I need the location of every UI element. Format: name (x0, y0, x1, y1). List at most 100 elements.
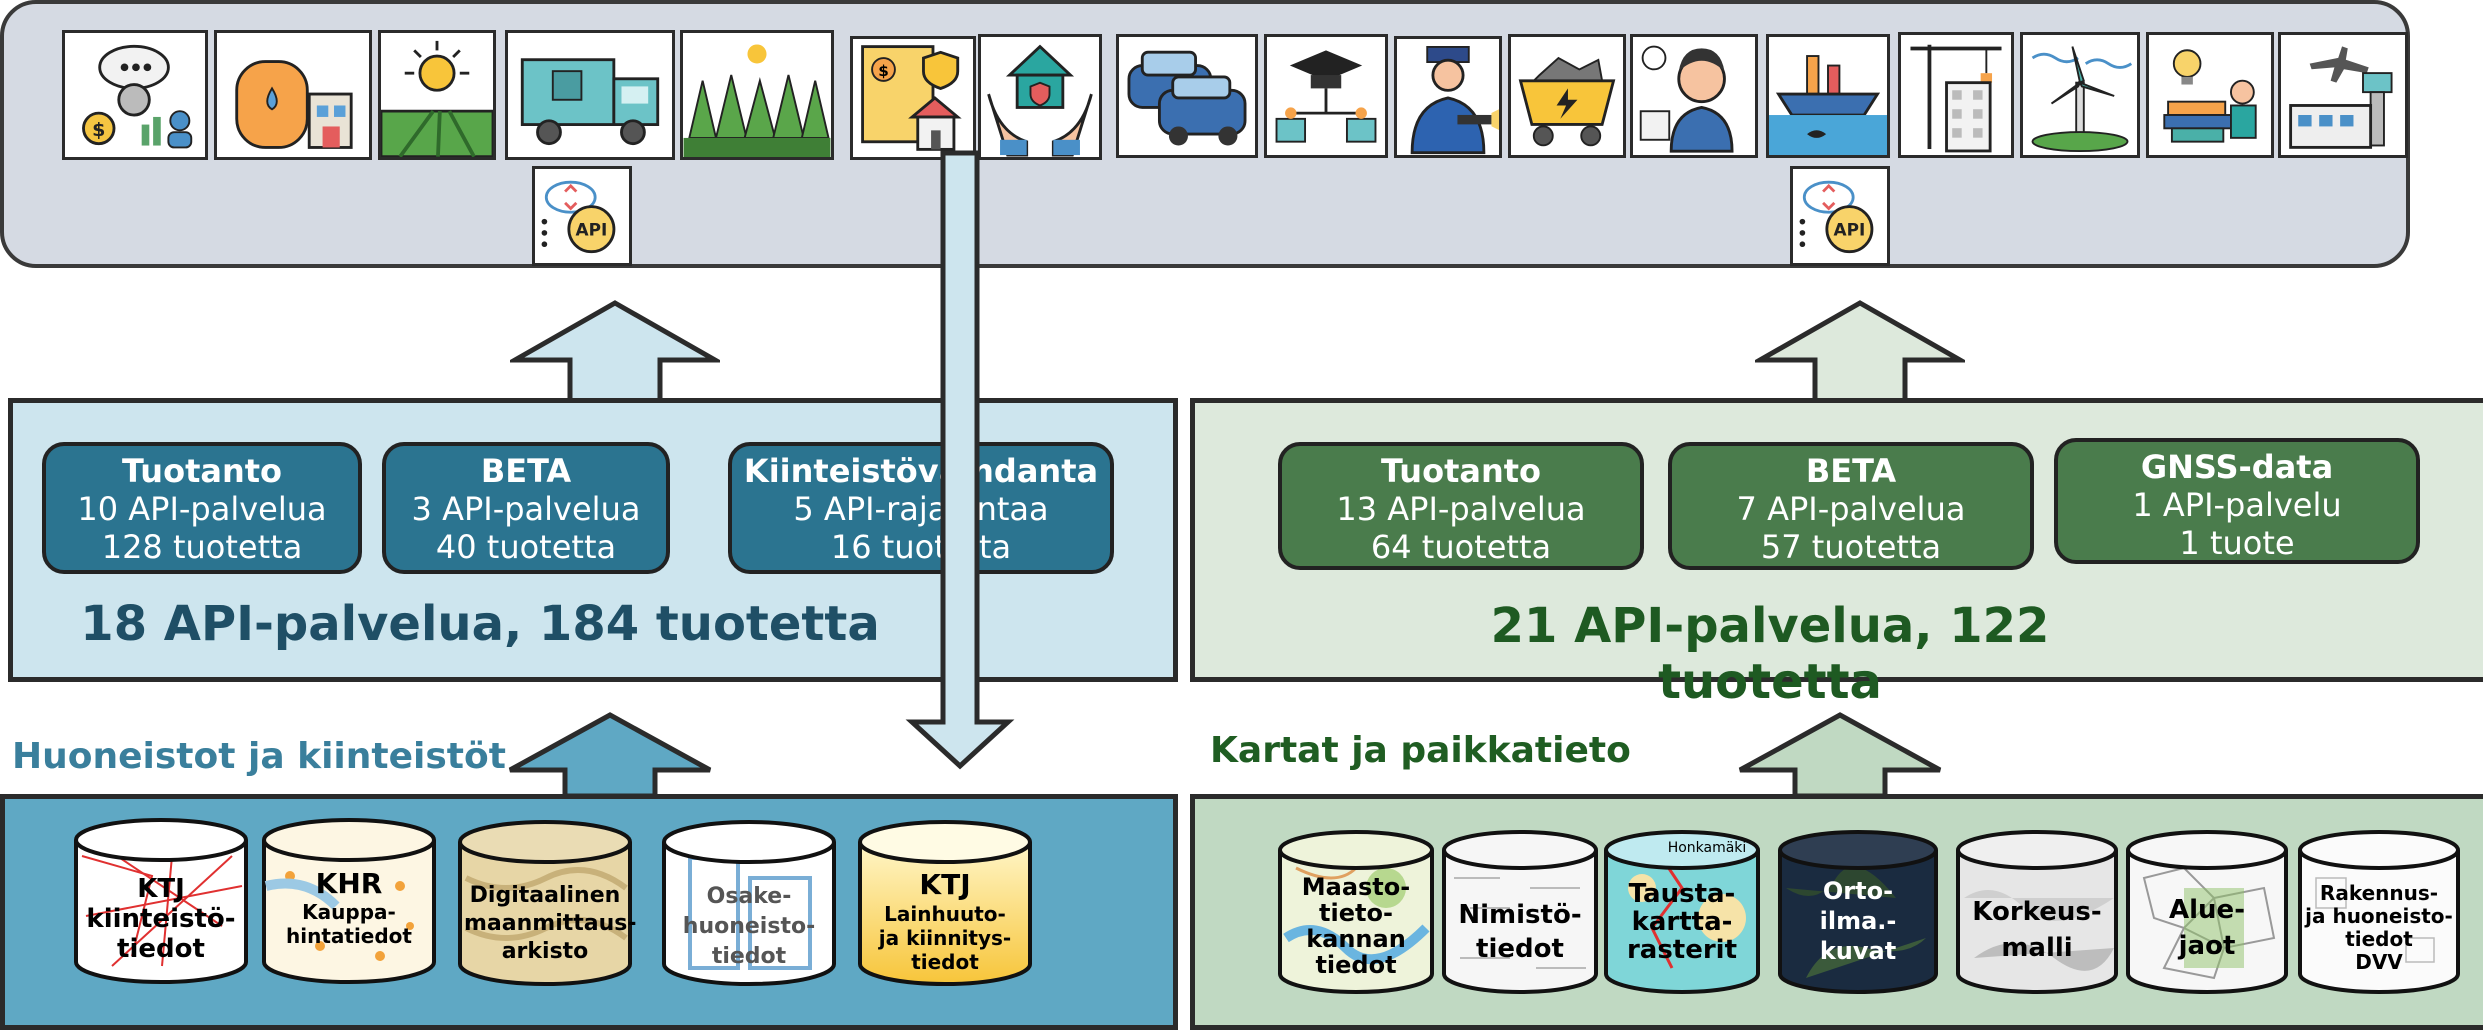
db-label-line: rasterit (1626, 935, 1738, 965)
box-title: Tuotanto (1380, 452, 1542, 490)
db-label-line: tiedot (1476, 934, 1564, 964)
left-box-property-exchange: Kiinteistövaihdanta 5 API-rajapintaa 16 … (728, 442, 1114, 574)
people-cloud-money-icon: $ (62, 30, 208, 160)
db-label-line: kartta- (1631, 907, 1733, 937)
database-elevation-model: Korkeus-malli (1954, 828, 2120, 996)
db-label-line: kuvat (1819, 937, 1897, 965)
db-label-line: Digitaalinen (469, 883, 621, 908)
box-line: 10 API-palvelua (77, 490, 327, 528)
box-title: Kiinteistövaihdanta (743, 452, 1099, 490)
box-line: 57 tuotetta (1760, 528, 1942, 566)
db-label-line: tiedot (117, 934, 205, 964)
left-box-production: Tuotanto 10 API-palvelua 128 tuotetta (42, 442, 362, 574)
up-arrow-left-bottom (508, 712, 712, 798)
box-line: 3 API-palvelua (411, 490, 641, 528)
down-arrow-property-exchange (905, 150, 1015, 770)
box-line: 7 API-palvelua (1736, 490, 1966, 528)
db-label-line: tieto- (1319, 899, 1393, 927)
building-crane-icon (1898, 32, 2014, 158)
box-title: GNSS-data (2140, 448, 2334, 486)
db-label-line: ilma.- (1819, 907, 1897, 935)
db-label-line: ja huoneisto- (2305, 904, 2453, 928)
box-line: 64 tuotetta (1370, 528, 1552, 566)
harbour-ship-icon (1766, 34, 1890, 158)
db-label-line: Lainhuuto- (884, 902, 1006, 926)
db-label-line: Alue- (2169, 895, 2245, 925)
box-line: 16 tuotetta (830, 528, 1012, 566)
hands-house-icon (978, 34, 1102, 160)
db-label-line: ja kiinnitys- (878, 926, 1012, 950)
map-place-label: Honkamäki (1667, 840, 1747, 856)
db-label-line: tiedot (2345, 927, 2413, 951)
api-gear-icon: API (1790, 166, 1890, 266)
silo-building-icon (214, 30, 372, 160)
db-label-line: huoneisto- (682, 914, 816, 939)
database-regions: Alue-jaot (2124, 828, 2290, 996)
box-line: 1 tuote (2179, 524, 2295, 562)
right-box-gnss: GNSS-data 1 API-palvelu 1 tuote (2054, 438, 2420, 564)
forest-icon (680, 30, 834, 160)
property-document-icon: $ (850, 36, 976, 160)
up-arrow-left-top (510, 300, 720, 404)
up-arrow-right-top (1755, 300, 1965, 404)
database-digital-archive: Digitaalinen maanmittaus-arkisto (456, 818, 637, 988)
graduation-network-icon (1264, 34, 1388, 158)
db-label-line: KTJ (137, 874, 185, 904)
box-title: Tuotanto (121, 452, 283, 490)
db-label-line: KHR (315, 867, 383, 900)
svg-text:$: $ (92, 119, 105, 141)
db-label-line: malli (2001, 933, 2073, 963)
ore-cart-icon (1508, 34, 1626, 158)
box-line: 40 tuotetta (435, 528, 617, 566)
db-label-line: Orto- (1822, 877, 1894, 905)
db-label-line: Kauppa- (302, 900, 396, 924)
db-label-line: hintatiedot (286, 924, 412, 948)
db-label-line: tiedot (711, 944, 787, 969)
garbage-truck-icon (505, 30, 675, 160)
box-title: BETA (1805, 452, 1897, 490)
db-label-line: KTJ (919, 868, 971, 901)
right-box-production: Tuotanto 13 API-palvelua 64 tuotetta (1278, 442, 1644, 570)
airport-icon (2278, 32, 2408, 158)
db-label-line: tiedot (911, 950, 979, 974)
db-label-line: Maasto- (1301, 873, 1411, 901)
section-title-maps: Kartat ja paikkatieto (1210, 730, 1631, 771)
db-label-line: Nimistö- (1458, 900, 1582, 930)
db-label-line: Rakennus- (2319, 881, 2439, 905)
database-background-maps: Honkamäki Tausta-kartta-rasterit (1602, 828, 1762, 996)
db-label-line: DVV (2355, 950, 2403, 974)
database-place-names: Nimistö-tiedot (1440, 828, 1600, 996)
svg-text:$: $ (878, 62, 889, 80)
right-box-beta: BETA 7 API-palvelua 57 tuotetta (1668, 442, 2034, 570)
box-line: 5 API-rajapintaa (793, 490, 1049, 528)
idea-worker-icon (2146, 32, 2274, 158)
police-icon (1394, 36, 1502, 158)
api-gear-icon: API (532, 166, 632, 266)
db-label-line: maanmittaus- (464, 911, 637, 936)
box-line: 13 API-palvelua (1336, 490, 1586, 528)
svg-text:API: API (576, 220, 608, 240)
db-label-line: arkisto (501, 939, 589, 964)
box-line: 128 tuotetta (101, 528, 303, 566)
box-line: 1 API-palvelu (2132, 486, 2342, 524)
section-title-properties: Huoneistot ja kiinteistöt (12, 736, 506, 777)
db-label-line: kiinteistö- (86, 904, 236, 934)
db-label-line: Korkeus- (1972, 897, 2102, 927)
officer-desk-icon (1630, 34, 1758, 158)
database-orthophotos: Orto-ilma.-kuvat (1776, 828, 1940, 996)
up-arrow-right-bottom (1738, 712, 1942, 798)
sun-field-icon (378, 30, 496, 160)
left-box-beta: BETA 3 API-palvelua 40 tuotetta (382, 442, 670, 574)
db-label-line: kannan (1306, 925, 1406, 953)
database-apartment-shares: Osake-huoneisto-tiedot (660, 818, 838, 988)
left-summary: 18 API-palvelua, 184 tuotetta (80, 596, 880, 652)
box-title: BETA (480, 452, 572, 490)
db-label-line: tiedot (1315, 951, 1397, 979)
svg-text:API: API (1834, 220, 1866, 240)
db-label-line: jaot (2178, 931, 2236, 961)
